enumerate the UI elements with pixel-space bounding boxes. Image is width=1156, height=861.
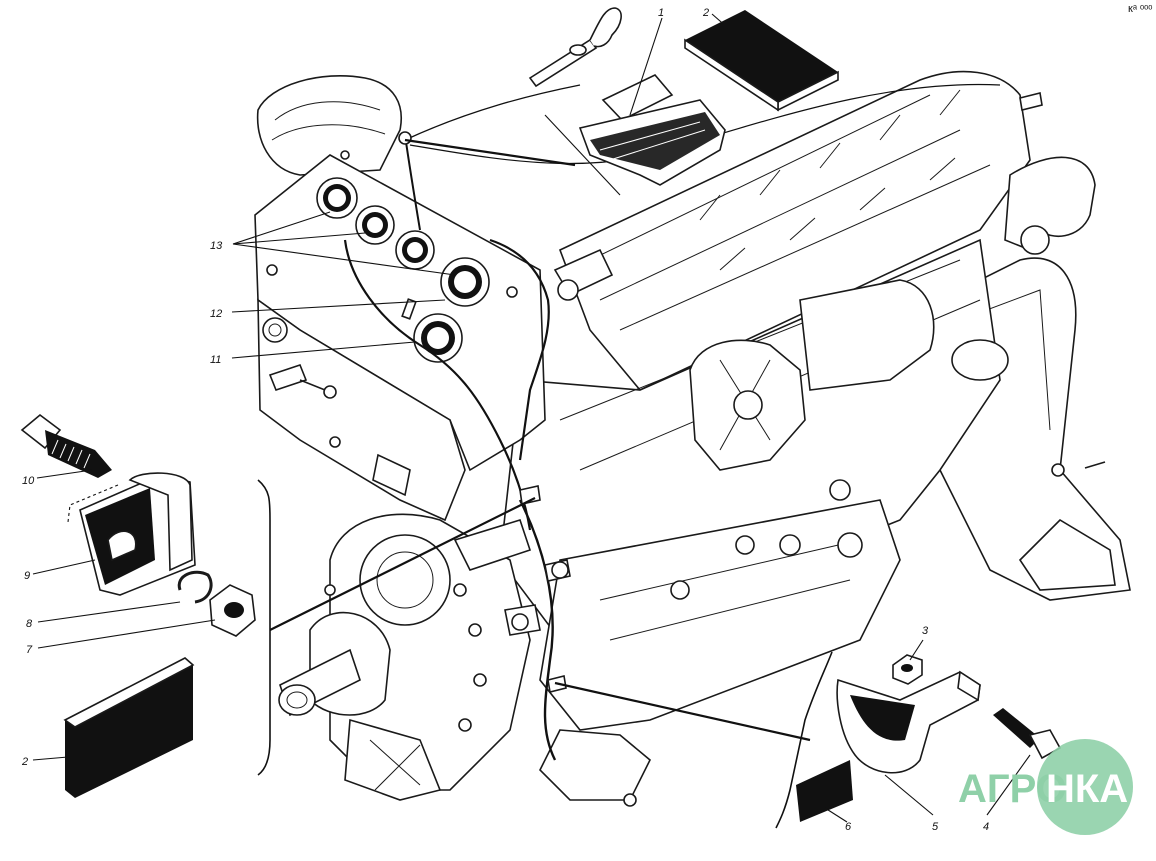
logo-text-right: НКА <box>1046 767 1128 811</box>
callout-8: 8 <box>26 618 33 630</box>
callout-9: 9 <box>24 570 30 582</box>
callout-labels: 1 2 13 12 11 10 9 8 7 2 3 6 5 4 <box>21 7 989 833</box>
part-2-pad-top <box>684 10 839 112</box>
callout-2-top: 2 <box>702 7 709 19</box>
part-6-pad <box>796 760 853 822</box>
part-8-ring <box>177 570 213 604</box>
part-10-bolt <box>20 413 112 478</box>
gauge-5 <box>413 313 463 363</box>
right-group-bracket <box>775 651 833 829</box>
part-2-pad-left <box>63 657 195 798</box>
gauge-3 <box>395 230 435 270</box>
left-group-bracket <box>257 479 271 776</box>
gauge-2 <box>355 205 395 245</box>
callout-12: 12 <box>210 308 222 320</box>
part-3-nut <box>892 654 923 685</box>
logo-text-left: АГРО <box>958 767 1067 811</box>
part-7-nut <box>209 584 256 637</box>
callout-5: 5 <box>932 821 939 833</box>
dipstick <box>528 7 622 88</box>
engine-block-drawing <box>256 70 1131 807</box>
callout-6: 6 <box>845 821 852 833</box>
part-1-clamp-tape <box>578 74 726 186</box>
callout-13: 13 <box>210 240 223 252</box>
callout-4: 4 <box>983 821 989 833</box>
part-4-bolt <box>993 708 1062 760</box>
instrument-panel <box>254 83 1001 761</box>
callout-10: 10 <box>22 475 35 487</box>
callout-1: 1 <box>658 7 664 19</box>
callout-11: 11 <box>210 354 221 366</box>
part-5-clamp <box>836 670 981 774</box>
gauge-4 <box>440 257 490 307</box>
callout-7: 7 <box>26 644 33 656</box>
callout-3: 3 <box>922 625 929 637</box>
corner-mark: кᵃ ᵒᵒᵒ <box>1128 3 1152 15</box>
gauge-1 <box>316 177 358 219</box>
callout-2-left: 2 <box>21 756 28 768</box>
leader-lines <box>32 13 1031 823</box>
part-9-bracket <box>79 472 196 596</box>
agronka-watermark-logo: АГРО НКА <box>958 739 1133 835</box>
